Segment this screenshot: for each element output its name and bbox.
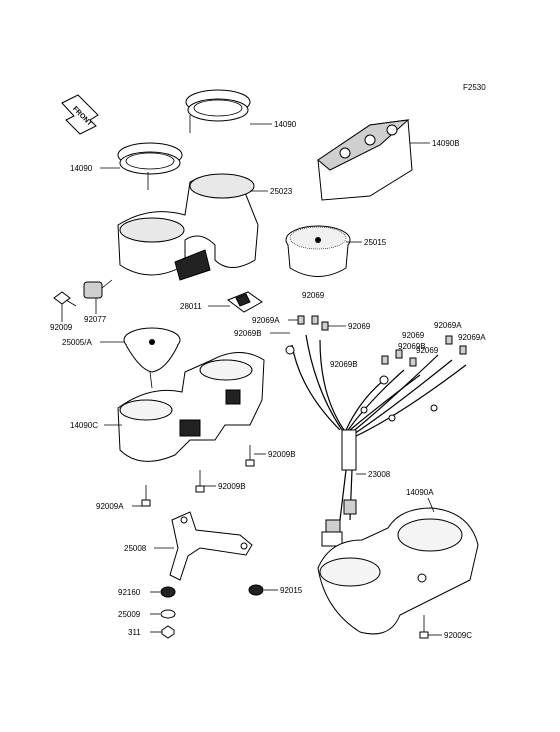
- front-arrow-icon: FRONT: [61, 94, 99, 135]
- label-23008: 23008: [368, 470, 391, 479]
- meter-housing-14090C: [117, 352, 265, 462]
- label-14090-top: 14090: [274, 120, 297, 129]
- gauge-face-25005A: [123, 327, 181, 389]
- label-92069A-b: 92069A: [434, 321, 462, 330]
- screw-92009B-right: [245, 445, 255, 467]
- meter-case-25023: [117, 173, 259, 281]
- label-25015: 25015: [364, 238, 387, 247]
- screw-92009B-left: [195, 470, 205, 493]
- meter-ring-upper: [185, 89, 251, 133]
- label-92009B-left: 92009B: [218, 482, 246, 491]
- screw-92009A: [141, 485, 151, 507]
- label-92160: 92160: [118, 588, 141, 597]
- collar-25009: [160, 609, 176, 619]
- label-92009: 92009: [50, 323, 73, 332]
- label-14090B: 14090B: [432, 139, 460, 148]
- wire-harness-23008: [285, 334, 467, 547]
- label-25005A: 25005/A: [62, 338, 92, 347]
- label-92069-a: 92069: [302, 291, 325, 300]
- label-92069-b: 92069: [348, 322, 371, 331]
- label-25009: 25009: [118, 610, 141, 619]
- meter-cover-14090A: [317, 507, 479, 635]
- label-92069B-b: 92069B: [398, 342, 426, 351]
- label-92069-d: 92069: [416, 346, 439, 355]
- meter-ring-left: [117, 142, 183, 190]
- grommet-92015: [248, 584, 264, 596]
- bracket-28011: [226, 291, 263, 313]
- label-14090A: 14090A: [406, 488, 434, 497]
- label-14090-left: 14090: [70, 164, 93, 173]
- label-25008: 25008: [124, 544, 147, 553]
- reset-knob-92077: [83, 279, 113, 299]
- label-92069-c: 92069: [402, 331, 425, 340]
- label-92069B-c: 92069B: [330, 360, 358, 369]
- grommet-92160: [160, 586, 176, 598]
- figure-id: F2530: [463, 83, 486, 92]
- bulb-sockets: [297, 315, 467, 367]
- label-92009C: 92009C: [444, 631, 472, 640]
- meter-cover-14090B: [317, 119, 413, 201]
- gauge-25015: [285, 225, 351, 277]
- label-92009A: 92009A: [96, 502, 124, 511]
- label-92069B-a: 92069B: [234, 329, 262, 338]
- nut-311: [161, 625, 175, 639]
- bracket-25008: [169, 511, 253, 581]
- screw-92009: [53, 291, 77, 307]
- screw-92009C: [419, 615, 429, 639]
- label-311: 311: [128, 628, 141, 637]
- label-92077: 92077: [84, 315, 107, 324]
- label-92069A-c: 92069A: [458, 333, 486, 342]
- label-92069A-a: 92069A: [252, 316, 280, 325]
- label-25023: 25023: [270, 187, 293, 196]
- label-92015: 92015: [280, 586, 303, 595]
- label-28011: 28011: [180, 302, 202, 311]
- label-92009B-right: 92009B: [268, 450, 296, 459]
- label-14090C: 14090C: [70, 421, 98, 430]
